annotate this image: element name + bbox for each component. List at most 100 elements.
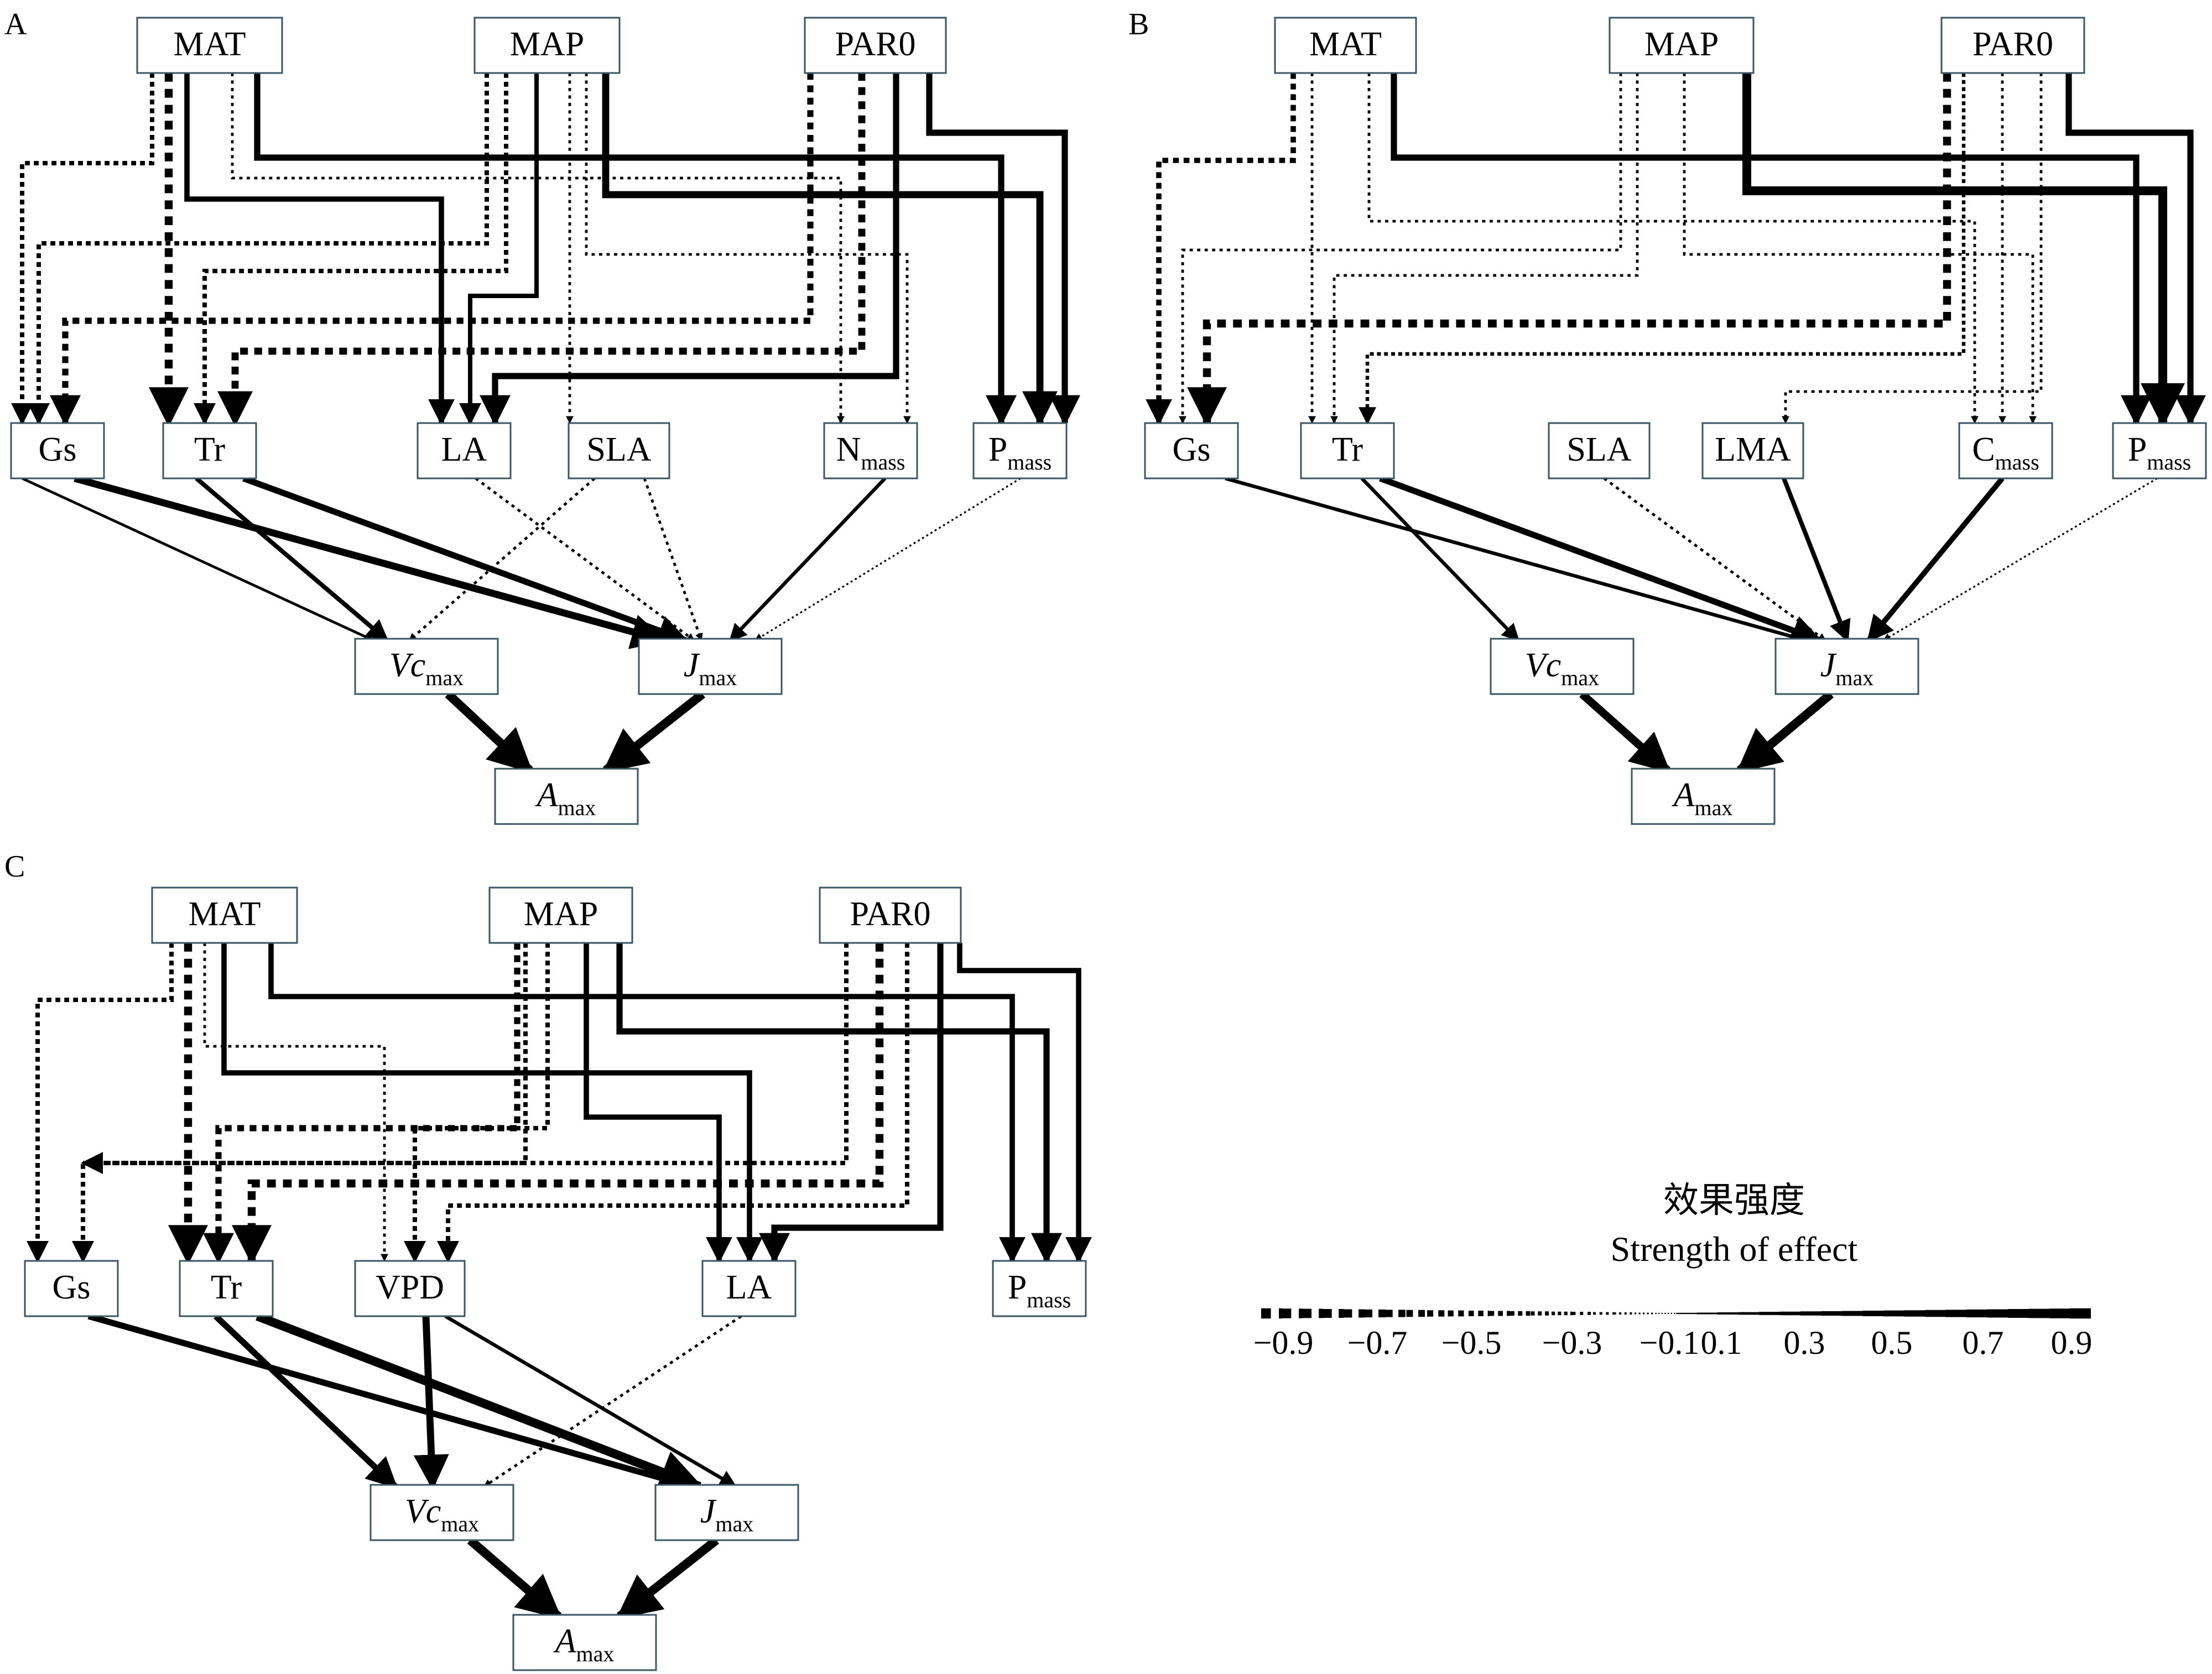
node-label-subscript: max (1695, 795, 1733, 820)
node-mat: MAT (1274, 17, 1417, 74)
legend-tick-label: −0.5 (1441, 1324, 1502, 1361)
path-la-to-vcmax (483, 1315, 742, 1488)
path-vcmax-to-amax (445, 691, 533, 774)
node-box (354, 1260, 466, 1317)
node-box (179, 1260, 274, 1317)
node-label: MAT (189, 895, 261, 933)
node-label-main: Gs (53, 1269, 91, 1306)
node-cmass: Cmass (1958, 422, 2053, 479)
node-label-main: P (2128, 431, 2147, 468)
node-jmax: Jmax (638, 638, 783, 695)
node-jmax: Jmax (654, 1484, 799, 1541)
node-label-subscript: max (699, 665, 737, 690)
node-label: Gs (1173, 431, 1211, 468)
path-tr-to-vcmax (1360, 477, 1520, 642)
node-label-subscript: mass (1027, 1287, 1071, 1312)
node-label-subscript: max (1561, 665, 1599, 690)
path-pmass-to-jmax (754, 477, 1021, 642)
path-mat-to-la (184, 73, 455, 426)
path-map-to-tr (1330, 73, 1639, 424)
node-gs: Gs (24, 1260, 119, 1317)
path-pmass-to-jmax (1882, 477, 2158, 642)
node-label: SLA (586, 431, 651, 468)
node-box (162, 422, 257, 479)
node-label: Gs (53, 1269, 91, 1306)
node-par0: PAR0 (804, 17, 947, 74)
legend-tick-label: 0.5 (1871, 1324, 1913, 1361)
legend-tick-label: 0.1 (1701, 1324, 1742, 1361)
path-mat-to-vpd (203, 943, 388, 1262)
node-label-main: Gs (39, 431, 77, 468)
node-label: SLA (1566, 431, 1631, 468)
path-nmass-to-jmax (728, 477, 887, 642)
node-label-main: Gs (1173, 431, 1211, 468)
node-amax: Amax (494, 768, 639, 825)
node-box (1958, 422, 2053, 479)
node-box (1701, 422, 1804, 479)
node-label-main: Vc (1525, 646, 1561, 684)
node-label-main: MAP (510, 25, 584, 63)
node-label: Jmax (700, 1493, 753, 1536)
node-label: Tr (1332, 431, 1363, 468)
node-box (1609, 17, 1755, 74)
node-label-main: PAR0 (835, 25, 916, 63)
path-tr-to-vcmax (195, 476, 389, 643)
node-label-main: Tr (211, 1269, 242, 1306)
node-label-main: Tr (194, 431, 226, 468)
node-box (972, 422, 1068, 479)
node-label: Tr (211, 1269, 242, 1306)
path-mat-to-pmass (254, 73, 1017, 426)
node-label-main: LMA (1715, 431, 1791, 468)
node-label-main: N (836, 431, 861, 468)
node-label: Pmass (988, 431, 1052, 474)
path-mat-to-la (221, 943, 763, 1264)
node-box (10, 422, 105, 479)
node-label-main: P (1008, 1269, 1027, 1306)
legend-tick-label: −0.7 (1347, 1324, 1408, 1361)
path-mat-to-nmass (231, 73, 845, 424)
path-map-to-la (584, 943, 732, 1264)
node-box (1144, 422, 1239, 479)
node-mat: MAT (136, 17, 283, 74)
node-tr: Tr (179, 1260, 274, 1317)
path-vpd-to-vcmax (413, 1316, 449, 1490)
node-nmass: Nmass (823, 422, 918, 479)
path-par0-to-gs (50, 73, 814, 426)
path-map-to-pmass (602, 73, 1058, 427)
node-label-main: Tr (1332, 431, 1363, 468)
path-par0-to-pmass (2065, 73, 2206, 426)
node-tr: Tr (162, 422, 257, 479)
path-mat-to-cmass (1367, 73, 1979, 424)
node-box (638, 638, 783, 695)
node-label-main: A (553, 1623, 577, 1660)
node-vcmax: Vcmax (354, 638, 499, 695)
node-label-main: MAT (174, 25, 246, 63)
node-label: Gs (39, 431, 77, 468)
node-label-main: C (1972, 431, 1995, 468)
node-label: Cmass (1972, 431, 2039, 474)
node-box (1300, 422, 1395, 479)
legend-tick-label: 0.7 (1963, 1324, 2004, 1361)
node-label-main: A (535, 776, 559, 814)
node-la: LA (417, 422, 512, 479)
node-label-subscript: max (576, 1641, 615, 1666)
node-label-main: MAP (1644, 25, 1719, 63)
node-mat: MAT (151, 886, 298, 944)
node-label: VPD (376, 1269, 444, 1306)
node-box (654, 1484, 799, 1541)
node-label-subscript: mass (1007, 450, 1052, 474)
path-map-to-pmass (616, 943, 1062, 1264)
path-mat-to-gs (27, 943, 174, 1263)
node-label: MAT (174, 25, 246, 63)
node-label-main: MAP (524, 895, 598, 933)
node-box (568, 422, 670, 479)
path-par0-to-la (480, 73, 899, 426)
node-sla: SLA (1548, 422, 1651, 479)
path-jmax-to-amax (602, 690, 705, 774)
node-label: MAP (510, 25, 584, 63)
node-label-main: A (1672, 776, 1695, 814)
node-box (992, 1260, 1087, 1317)
node-label-subscript: max (558, 795, 596, 820)
node-box (1774, 638, 1919, 695)
